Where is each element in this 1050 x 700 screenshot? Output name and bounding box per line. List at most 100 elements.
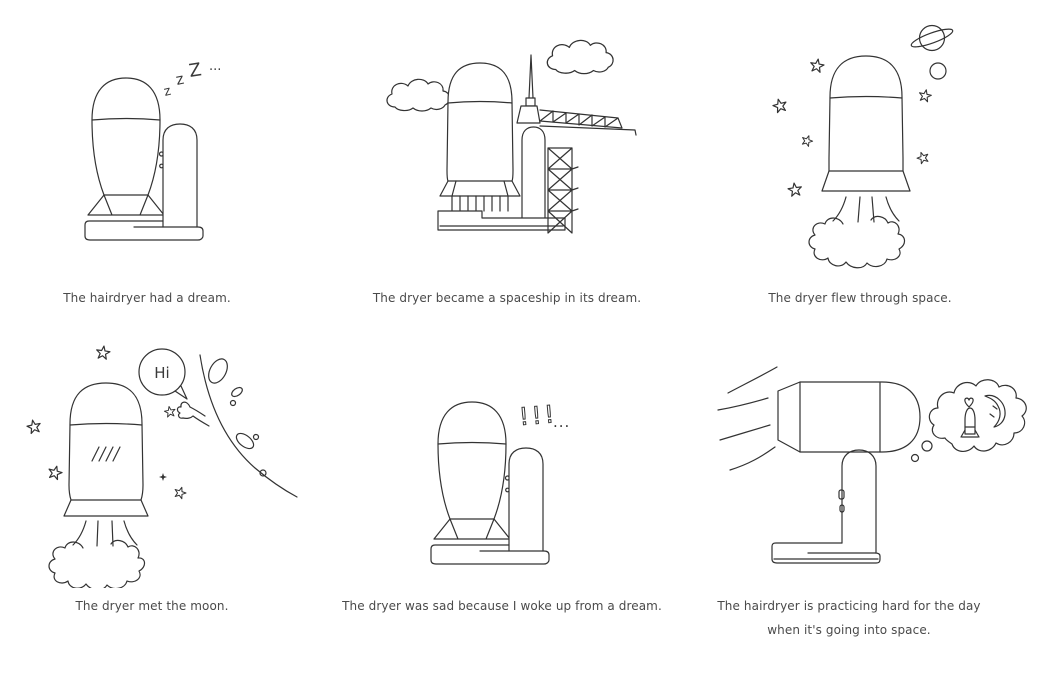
hairdryer-base [84, 220, 204, 241]
star-icon [94, 344, 112, 361]
hairdryer-handle [508, 447, 544, 552]
cloud-icon [386, 78, 451, 112]
hairdryer-handle [162, 123, 198, 228]
thought-dot [910, 453, 920, 463]
panel-hairdryer-dream: z z Z ... The hairdryer had a dream. [0, 8, 350, 330]
panel-woke-up: !!! ... The dryer was sad because I woke… [342, 330, 700, 700]
moon-crater [231, 386, 243, 398]
rocket-seam [829, 95, 903, 99]
moon-arm [176, 401, 210, 427]
rocket-launchpad-drawing [386, 39, 637, 234]
tower-column [521, 126, 546, 219]
mast-base [525, 97, 536, 107]
cloud-icon [546, 39, 614, 75]
hairdryer-body [91, 77, 161, 196]
rocket-body [828, 55, 904, 172]
star-icon [25, 418, 43, 435]
smoke-cloud [808, 215, 906, 269]
rocket-seam [69, 422, 143, 426]
panel-caption: The hairdryer is practicing hard for the… [717, 599, 981, 637]
star-icon [786, 181, 804, 198]
rocket-body [446, 62, 514, 182]
moon-crater [252, 433, 260, 441]
moon-crater [208, 358, 228, 384]
star-icon [163, 405, 177, 418]
rocket-moon-drawing: Hi [25, 344, 298, 588]
star-icon [915, 149, 931, 166]
switch-button [838, 489, 845, 500]
rocket-skirt [439, 180, 521, 197]
engine-slats [451, 195, 509, 212]
hairdryer-handle [841, 449, 877, 554]
moon-crater [229, 399, 237, 407]
panel-practicing: The hairdryer is practicing hard for the… [700, 330, 1050, 700]
panel-caption: The dryer met the moon. [75, 599, 229, 613]
launch-tower [516, 54, 637, 219]
hairdryer-practice-drawing [717, 366, 1027, 564]
panel-spaceship-dream: The dryer became a spaceship in its drea… [350, 8, 700, 330]
thought-dot [921, 440, 933, 452]
thought-cloud [928, 379, 1027, 452]
star-icon [799, 133, 815, 148]
practicing-hairdryer [771, 381, 921, 564]
zzz-letter: Z [187, 59, 202, 82]
moon-icon [929, 62, 947, 80]
switch-button [839, 504, 845, 513]
panel-caption: The dryer was sad because I woke up from… [342, 599, 662, 613]
dream-rocket-icon [960, 407, 980, 438]
sparkle-icon [159, 473, 167, 481]
moon-crater [259, 469, 267, 477]
hairdryer-body [437, 401, 507, 520]
thought-bubble [910, 379, 1027, 463]
zzz-sfx: z z Z ... [162, 59, 221, 100]
speech-bubble: Hi [138, 348, 188, 400]
panel-caption: The dryer flew through space. [768, 291, 952, 305]
zzz-letter: z [162, 84, 172, 100]
sleeping-hairdryer [84, 77, 204, 241]
crane-arm [539, 109, 637, 136]
speed-lines [91, 446, 121, 462]
dream-moon-icon [984, 394, 1006, 428]
rocket-body [68, 382, 144, 501]
star-icon [917, 88, 933, 103]
star-icon [808, 57, 826, 74]
hairdryer-seam [437, 441, 507, 445]
crane-arm-lattice [539, 110, 619, 128]
speech-text: Hi [154, 364, 169, 382]
rocket-seam [447, 100, 513, 104]
rocket-space-drawing [771, 24, 954, 269]
hairdryer-skirt [433, 518, 511, 540]
panel-space-flight: The dryer flew through space. [700, 8, 1050, 330]
exclamation-sfx: !!! ... [518, 399, 570, 431]
rocket-skirt [821, 170, 911, 192]
flying-rocket [808, 55, 911, 269]
star-icon [172, 485, 188, 500]
exclamation-dots: ... [553, 413, 570, 431]
hairdryer-base [771, 542, 881, 564]
sad-hairdryer [430, 401, 550, 565]
heart-icon [964, 397, 974, 408]
hairdryer-sad-drawing: !!! ... [430, 399, 570, 565]
air-blast-lines [717, 366, 778, 471]
star-icon [771, 96, 789, 114]
hairdryer-drawing: z z Z ... [84, 59, 221, 241]
zzz-letter: z [174, 70, 186, 89]
moon-character [176, 354, 298, 498]
saturn-icon [910, 24, 954, 52]
hairdryer-nozzle [777, 381, 801, 453]
moon-crater [235, 432, 255, 450]
hairdryer-base [430, 544, 550, 565]
hairdryer-barrel [799, 381, 921, 453]
tower-mast [528, 54, 534, 99]
exhaust-lines [832, 196, 900, 223]
panel-caption: The dryer became a spaceship in its drea… [372, 291, 642, 305]
rocket-skirt [63, 499, 149, 517]
service-tower-lattice [547, 147, 579, 234]
zzz-dots: ... [209, 59, 221, 74]
exclamation-marks: !!! [518, 400, 558, 431]
smoke-cloud [48, 539, 146, 588]
hairdryer-skirt [87, 194, 165, 216]
exhaust-lines [72, 520, 138, 547]
